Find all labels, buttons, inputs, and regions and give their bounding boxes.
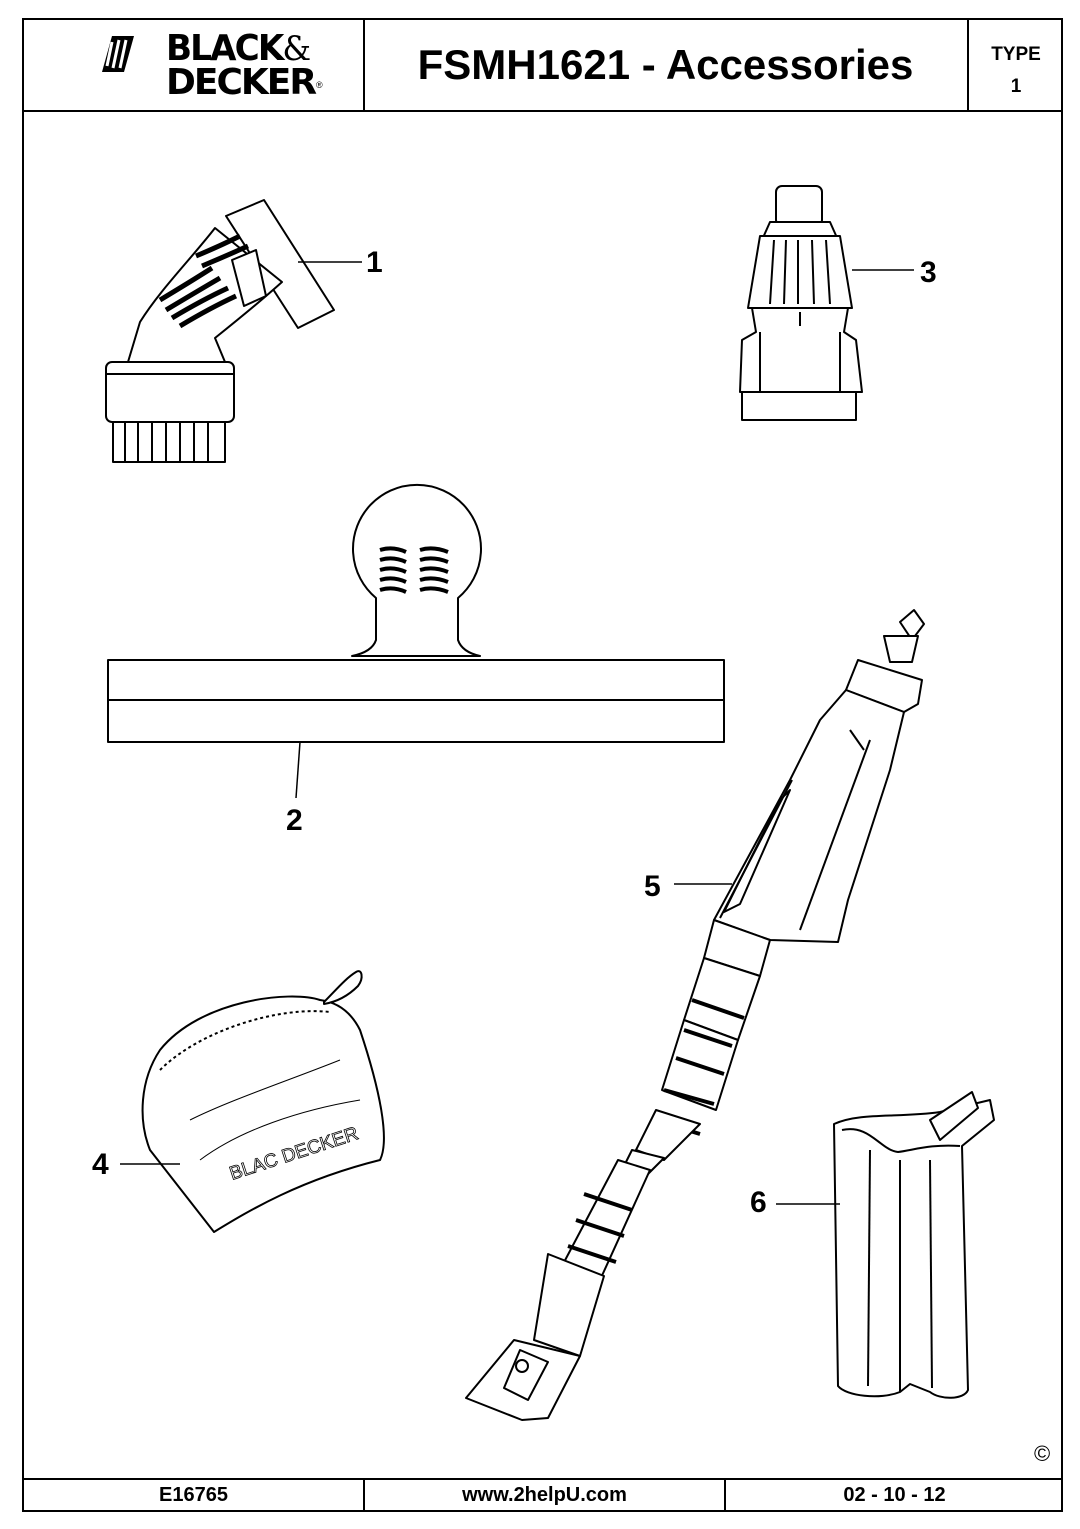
callout-4: 4 bbox=[92, 1148, 109, 1181]
callout-2: 2 bbox=[286, 804, 303, 837]
type-label: TYPE bbox=[991, 44, 1041, 65]
type-value: 1 bbox=[1010, 76, 1022, 97]
callout-5: 5 bbox=[644, 870, 661, 903]
part-2-squeegee-tool bbox=[107, 483, 725, 799]
callout-labels: 1 2 3 4 5 6 bbox=[92, 246, 937, 1219]
brand-logo: BLACK& DECKER ® bbox=[94, 30, 364, 102]
footer-separator bbox=[724, 1478, 726, 1512]
header-divider bbox=[24, 110, 1061, 112]
header-separator bbox=[967, 20, 969, 110]
copyright-mark: © bbox=[1034, 1441, 1051, 1466]
header-separator bbox=[363, 20, 365, 110]
footer-date: 02 - 10 - 12 bbox=[843, 1484, 946, 1506]
brand-hexagon-icon bbox=[102, 36, 134, 72]
part-3-detail-nozzle bbox=[739, 185, 914, 421]
page-frame: BLACK& DECKER ® FSMH1621 - Accessories T… bbox=[22, 18, 1063, 1512]
callout-6: 6 bbox=[750, 1186, 767, 1219]
callout-3: 3 bbox=[920, 256, 937, 289]
footer-separator bbox=[363, 1478, 365, 1512]
part-5-extension-tube bbox=[465, 609, 925, 1421]
brand-wordmark-bottom: DECKER bbox=[166, 62, 317, 103]
footer-website: www.2helpU.com bbox=[462, 1484, 627, 1506]
part-4-dust-bag bbox=[120, 970, 385, 1233]
footer-divider bbox=[24, 1478, 1061, 1480]
part-1-brush-nozzle bbox=[105, 199, 362, 463]
footer-doc-code: E16765 bbox=[159, 1484, 228, 1506]
brand-wordmark-top: BLACK& bbox=[166, 28, 311, 69]
registered-mark: ® bbox=[316, 80, 323, 90]
part-6-double-container bbox=[776, 1091, 995, 1399]
page-title: FSMH1621 - Accessories bbox=[417, 41, 914, 88]
callout-1: 1 bbox=[366, 246, 383, 279]
